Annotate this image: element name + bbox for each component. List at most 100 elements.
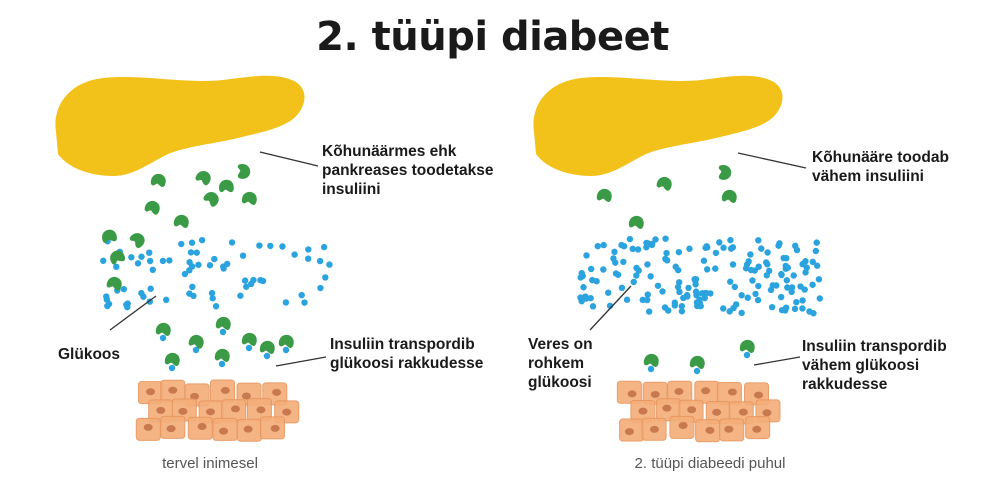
- glucose-icon: [218, 360, 226, 368]
- insulin-icon: [150, 173, 166, 187]
- glucose-icon: [645, 308, 653, 315]
- glucose-icon: [241, 277, 249, 284]
- insulin-shape: [739, 339, 755, 353]
- insulin-icon: [215, 316, 231, 330]
- glucose-icon: [633, 264, 640, 272]
- glucose-icon: [663, 257, 671, 264]
- leader-line: [753, 356, 801, 366]
- insulin-icon: [628, 215, 644, 229]
- glucose-icon: [720, 305, 727, 312]
- glucose-icon: [138, 253, 145, 260]
- glucose-icon: [703, 243, 710, 250]
- cell-nucleus: [712, 408, 722, 416]
- glucose-icon: [316, 257, 324, 265]
- glucose-icon: [322, 274, 329, 281]
- glucose-icon: [587, 265, 595, 273]
- right-glucose-label: Veres on rohkem glükoosi: [528, 335, 593, 392]
- glucose-icon: [661, 304, 669, 311]
- glucose-icon: [634, 246, 642, 253]
- cell-nucleus: [205, 408, 215, 416]
- glucose-icon: [790, 272, 797, 279]
- glucose-icon: [644, 261, 651, 268]
- glucose-icon: [671, 299, 679, 306]
- glucose-icon: [809, 258, 816, 266]
- glucose-icon: [815, 276, 823, 283]
- insulin-shape: [656, 176, 672, 191]
- label-line: Insuliin transpordib: [802, 338, 947, 355]
- insulin-shape: [129, 233, 145, 248]
- cell-nucleus: [738, 408, 748, 416]
- glucose-icon: [188, 239, 196, 246]
- glucose-icon: [237, 292, 244, 299]
- cell-nucleus: [270, 424, 280, 432]
- glucose-icon: [738, 309, 745, 317]
- glucose-icon: [239, 252, 247, 259]
- cell-nucleus: [650, 390, 660, 398]
- glucose-icon: [754, 296, 762, 304]
- insulin-shape: [596, 188, 612, 202]
- cell-nucleus: [687, 406, 697, 414]
- glucose-icon: [768, 303, 776, 311]
- glucose-icon: [775, 242, 782, 249]
- glucose-icon: [701, 294, 708, 302]
- glucose-icon: [211, 255, 218, 263]
- cell-nucleus: [178, 407, 188, 415]
- cell-nucleus: [752, 425, 762, 433]
- glucose-icon: [618, 241, 625, 249]
- glucose-icon: [611, 248, 618, 256]
- glucose-icon: [654, 282, 662, 289]
- glucose-icon: [605, 289, 612, 296]
- glucose-icon: [100, 257, 107, 264]
- cell-nucleus: [143, 423, 153, 431]
- insulin-shape: [219, 179, 234, 193]
- insulin-shape: [144, 200, 160, 215]
- glucose-icon: [282, 346, 290, 354]
- leader-line: [275, 356, 327, 367]
- label-line: Kõhunäärmes ehk: [322, 143, 457, 160]
- insulin-icon: [173, 214, 189, 228]
- glucose-icon: [652, 236, 659, 243]
- glucose-icon: [600, 266, 607, 273]
- insulin-icon: [721, 189, 737, 203]
- glucose-icon: [778, 306, 786, 314]
- glucose-icon: [752, 290, 759, 298]
- glucose-icon: [793, 246, 801, 254]
- glucose-icon: [793, 298, 800, 306]
- cell-nucleus: [168, 386, 178, 394]
- glucose-icon: [643, 296, 651, 304]
- glucose-icon: [209, 295, 216, 302]
- cells-left: [135, 379, 300, 442]
- insulin-icon: [656, 176, 672, 191]
- glucose-icon: [633, 272, 640, 279]
- insulin-shape: [102, 229, 117, 243]
- glucose-icon: [305, 246, 312, 253]
- cell-nucleus: [649, 425, 659, 433]
- cell-nucleus: [662, 404, 672, 412]
- glucose-icon: [685, 284, 692, 292]
- glucose-icon: [146, 257, 154, 265]
- glucose-icon: [166, 257, 173, 264]
- insulin-icon: [259, 340, 275, 354]
- cell-nucleus: [701, 387, 711, 395]
- glucose-icon: [703, 289, 710, 297]
- glucose-icon: [643, 239, 650, 247]
- glucose-cloud-right: [577, 235, 824, 375]
- insulin-molecules-left: [102, 164, 294, 366]
- glucose-icon: [676, 288, 683, 296]
- glucose-icon: [639, 296, 646, 304]
- cell-nucleus: [146, 388, 156, 396]
- insulin-shape: [241, 191, 257, 205]
- pancreas-left: [55, 75, 305, 176]
- insulin-icon: [188, 334, 204, 349]
- insulin-shape: [173, 214, 189, 228]
- glucose-icon: [629, 245, 636, 253]
- glucose-icon: [812, 247, 820, 255]
- glucose-icon: [589, 303, 597, 310]
- glucose-icon: [190, 292, 197, 300]
- glucose-icon: [618, 284, 626, 292]
- glucose-icon: [212, 303, 220, 310]
- glucose-icon: [691, 276, 698, 283]
- glucose-icon: [326, 261, 333, 268]
- cell-nucleus: [256, 406, 266, 414]
- glucose-icon: [134, 260, 142, 267]
